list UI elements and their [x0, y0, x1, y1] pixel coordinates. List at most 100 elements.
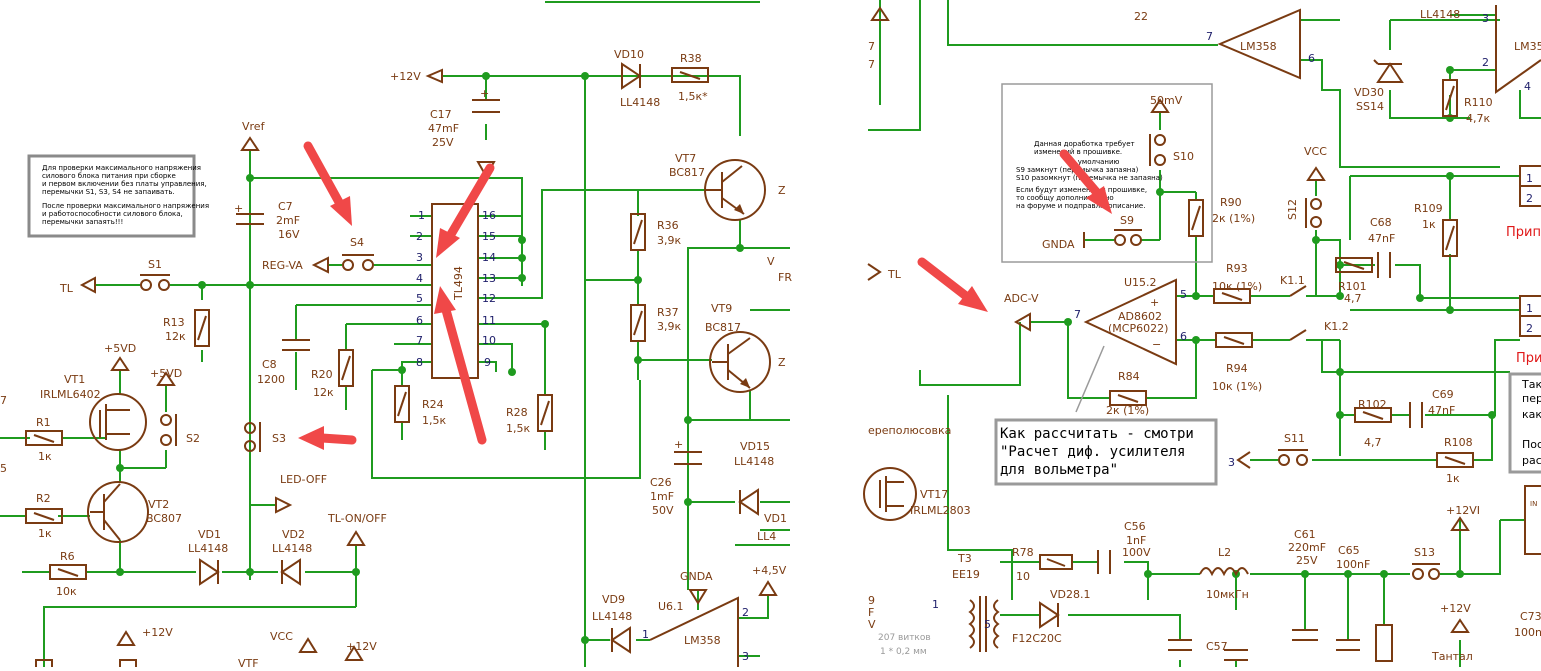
- svg-text:47nF: 47nF: [1428, 404, 1455, 417]
- svg-text:S1: S1: [148, 258, 162, 271]
- svg-text:S12: S12: [1286, 199, 1299, 220]
- resistor-r2: [25, 508, 63, 524]
- svg-text:1: 1: [1526, 302, 1533, 315]
- red-arrow-s9: [1059, 149, 1103, 199]
- svg-text:LL4: LL4: [757, 530, 776, 543]
- svg-text:ADC-V: ADC-V: [1004, 292, 1039, 305]
- svg-text:R110: R110: [1464, 96, 1493, 109]
- svg-text:S4: S4: [350, 236, 364, 249]
- svg-text:R6: R6: [60, 550, 75, 563]
- svg-text:C57: C57: [1206, 640, 1228, 653]
- opamp-u152: [1083, 278, 1177, 366]
- svg-text:1200: 1200: [257, 373, 285, 386]
- jumper-s10: [1154, 134, 1166, 146]
- svg-text:1: 1: [642, 628, 649, 641]
- red-arrow-ic-bottom: [441, 305, 487, 445]
- svg-text:VTF: VTF: [238, 657, 259, 667]
- svg-text:VD28.1: VD28.1: [1050, 588, 1091, 601]
- svg-text:GNDA: GNDA: [680, 570, 713, 583]
- svg-text:R20: R20: [311, 368, 333, 381]
- plus12vi-arrow: [1450, 516, 1470, 531]
- svg-text:−: −: [1152, 338, 1161, 351]
- svg-text:R13: R13: [163, 316, 185, 329]
- svg-text:T3: T3: [957, 552, 972, 565]
- svg-text:22: 22: [1134, 10, 1148, 23]
- red-arrow-s4: [303, 141, 345, 209]
- svg-text:C65: C65: [1338, 544, 1360, 557]
- svg-text:9: 9: [868, 594, 875, 607]
- svg-text:+12V: +12V: [346, 640, 377, 653]
- svg-text:AD8602: AD8602: [1118, 310, 1162, 323]
- left-junctions: [116, 72, 744, 644]
- svg-text:VT7: VT7: [675, 152, 696, 165]
- diode-vd1: [199, 558, 220, 586]
- svg-text:S9: S9: [1120, 214, 1134, 227]
- svg-text:пер: пер: [1522, 392, 1541, 405]
- svg-text:R78: R78: [1012, 546, 1034, 559]
- svg-text:F: F: [868, 606, 874, 619]
- transistor-vt9: [709, 331, 771, 393]
- vcc-arrow-right: [1306, 166, 1326, 181]
- svg-text:10: 10: [1016, 570, 1030, 583]
- svg-text:3: 3: [416, 251, 423, 264]
- svg-text:1,5к*: 1,5к*: [678, 90, 708, 103]
- diode-vd15: [738, 488, 759, 516]
- jumper-s11: [1278, 454, 1290, 466]
- resistor-r38: [671, 67, 709, 83]
- transistor-vt7: [704, 159, 766, 221]
- svg-text:1,5к: 1,5к: [422, 414, 446, 427]
- svg-text:C73: C73: [1520, 610, 1541, 623]
- diode-vd10: [621, 62, 642, 90]
- transistor-vt17: [863, 467, 917, 521]
- svg-text:LL4148: LL4148: [1420, 8, 1460, 21]
- resistor-r6: [49, 564, 87, 580]
- svg-text:2: 2: [742, 606, 749, 619]
- svg-text:VD9: VD9: [602, 593, 625, 606]
- svg-text:VD1: VD1: [764, 512, 787, 525]
- svg-text:K1.2: K1.2: [1324, 320, 1349, 333]
- svg-text:U15.2: U15.2: [1124, 276, 1157, 289]
- resistor-r24: [394, 385, 410, 423]
- diode-vd2: [280, 558, 301, 586]
- svg-text:6: 6: [1180, 330, 1187, 343]
- inductor-l2: [1199, 567, 1249, 577]
- svg-text:LM358: LM358: [684, 634, 721, 647]
- svg-text:2mF: 2mF: [276, 214, 300, 227]
- jumper-s13: [1412, 568, 1424, 580]
- svg-text:1,5к: 1,5к: [506, 422, 530, 435]
- red-arrow-ic-top: [445, 163, 495, 241]
- plus5vd-arrow-1: [110, 356, 130, 371]
- transistor-vt2: [87, 481, 149, 543]
- resistor-r108: [1436, 452, 1474, 468]
- svg-text:По умолчанию: По умолчанию: [1066, 158, 1120, 166]
- svg-text:+4,5V: +4,5V: [752, 564, 787, 577]
- led-off-arrow: [275, 496, 293, 514]
- svg-text:16V: 16V: [278, 228, 300, 241]
- svg-text:VD30: VD30: [1354, 86, 1384, 99]
- diode-vd9: [610, 626, 631, 654]
- svg-text:VD15: VD15: [740, 440, 770, 453]
- svg-text:F12C20C: F12C20C: [1012, 632, 1062, 645]
- svg-text:IN: IN: [1530, 500, 1537, 508]
- svg-text:47nF: 47nF: [1368, 232, 1395, 245]
- svg-text:R28: R28: [506, 406, 528, 419]
- ic-pin-numbers: 1 2 3 4 5 6 7 8 9 10 11 12 13 14 15 16 1…: [416, 209, 749, 663]
- svg-text:R101: R101: [1338, 280, 1367, 293]
- svg-text:S10: S10: [1173, 150, 1194, 163]
- svg-text:12к: 12к: [313, 386, 334, 399]
- resistor-r94: [1215, 332, 1253, 348]
- red-arrow-adc: [917, 257, 971, 301]
- zener-vd30: [1373, 59, 1404, 83]
- svg-text:как: как: [1522, 408, 1541, 421]
- svg-text:25V: 25V: [432, 136, 454, 149]
- svg-text:рас: рас: [1522, 454, 1541, 467]
- svg-text:IRLML2803: IRLML2803: [910, 504, 971, 517]
- svg-text:S3: S3: [272, 432, 286, 445]
- svg-text:C8: C8: [262, 358, 277, 371]
- svg-text:(MCP6022): (MCP6022): [1108, 322, 1168, 335]
- plus45v-arrow: [758, 580, 778, 596]
- svg-text:10мкГн: 10мкГн: [1206, 588, 1249, 601]
- svg-text:BC817: BC817: [705, 321, 741, 334]
- svg-text:LED-OFF: LED-OFF: [280, 473, 327, 486]
